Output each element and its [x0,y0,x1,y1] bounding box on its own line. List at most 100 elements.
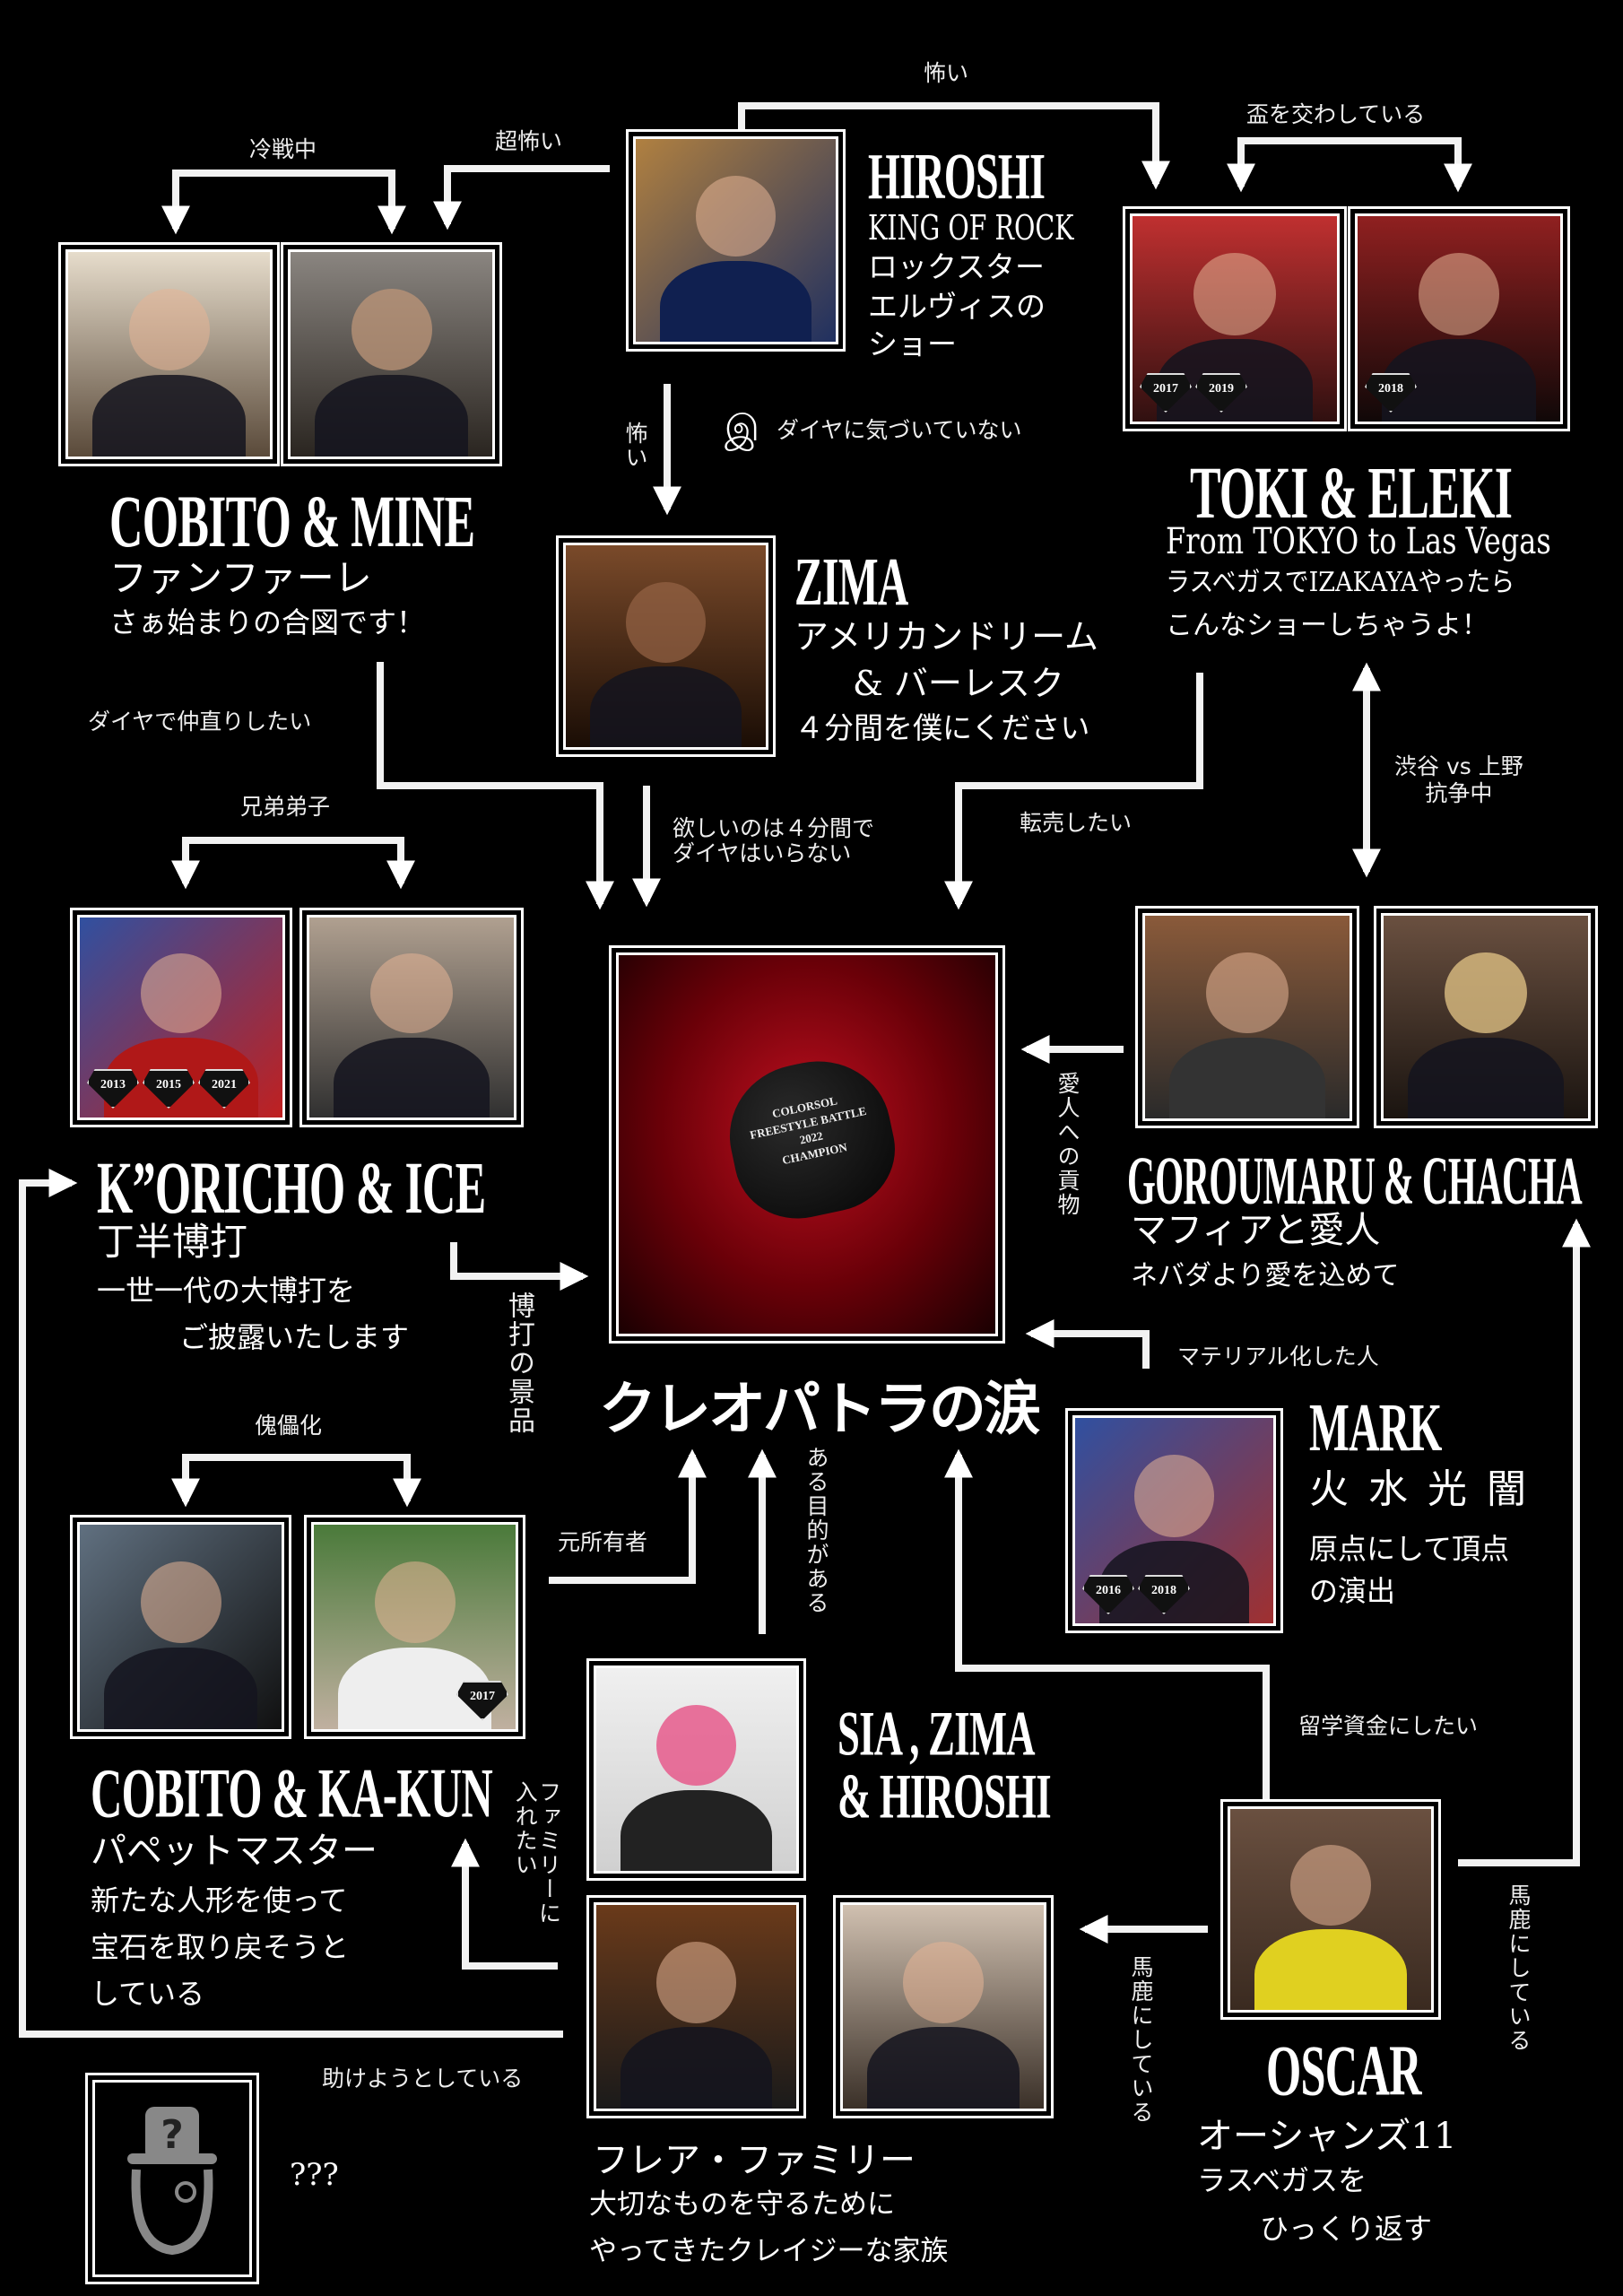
diamond-photo: COLORSOL FREESTYLE BATTLE 2022 CHAMPION [609,945,1005,1344]
arrow-kakun-diamond [549,1448,707,1584]
oscar-line: ラスベガスを [1197,2163,1367,2197]
relation-label: 怖い [622,422,648,470]
mark-name: MARK [1309,1390,1442,1466]
hiroshi-line: ショー [868,326,957,361]
relation-label: 留学資金にしたい [1298,1713,1479,1739]
year-badge: 2013 [87,1069,139,1109]
relation-label: 愛人への貢物 [1055,1072,1081,1217]
relation-label: 転売したい [1020,810,1133,836]
arrow-hiroshi-cobito [433,165,610,230]
arrow-koricho-ice-left [171,837,293,890]
relation-label: 欲しいのは４分間で ダイヤはいらない [673,815,875,866]
oscar-line: オーシャンズ11 [1197,2116,1457,2157]
cobito-kakun-line: 新たな人形を使って [91,1883,348,1918]
relation-label: 怖い [924,60,969,86]
arrow-family-kakun [451,1838,558,1970]
hiroshi-line: KING OF ROCK [868,208,1074,248]
relation-label: 超怖い [495,128,563,154]
arrow-family-koricho [19,1169,563,2038]
relation-label: マテリアル化した人 [1177,1344,1379,1370]
arrow-cobito-kakun-left [171,1454,296,1508]
mark-line: 火 水 光 闇 [1309,1466,1530,1512]
arrow-koricho-ice-right [293,837,415,890]
photo-cobito-2 [70,1515,291,1739]
spiral-icon: இ [725,408,759,449]
hiroshi-name: HIROSHI [868,139,1046,213]
photo-sia [586,1658,806,1881]
cobito-mine-line: ファンファーレ [109,556,372,600]
toki-eleki-line: ラスベガスでIZAKAYAやったら [1166,567,1515,598]
relation-label: 盃を交わしている [1246,101,1426,127]
goroumaru-chacha-line: ネバダより愛を込めて [1131,1260,1400,1292]
cobito-kakun-line: 宝石を取り戻そうと [91,1930,350,1964]
relation-label: 助けようとしている [322,2066,524,2092]
koricho-ice-line: 一世一代の大博打を [97,1274,356,1308]
photo-cobito [58,242,280,466]
arrow-mark-diamond [1025,1319,1150,1369]
relation-label: ある目的がある [803,1446,829,1615]
mark-line: の演出 [1309,1574,1396,1608]
flair-family-line: 大切なものを守るために [589,2188,895,2221]
arrow-cobito-kakun-right [296,1454,421,1508]
arrow-toki-eleki-left [1227,137,1350,193]
photo-zima [556,535,776,757]
relation-label: 馬鹿にしている [1128,1955,1154,2125]
relation-label: 元所有者 [558,1529,648,1555]
photo-mine [281,242,502,466]
arrow-cobito-mine-right [284,170,406,235]
year-badge: 2015 [143,1069,195,1109]
photo-hiroshi-2 [833,1895,1054,2118]
photo-unknown: ? [85,2073,259,2284]
flair-family-name: & HIROSHI [838,1761,1052,1832]
goroumaru-chacha-line: マフィアと愛人 [1131,1210,1381,1251]
arrow-cobito-diamond [377,662,614,910]
center-title: クレオパトラの涙 [599,1377,1041,1443]
year-badge: 2021 [198,1069,250,1109]
relation-label: 冷戦中 [249,136,317,162]
flair-family-name: SIA , ZIMA [838,1699,1036,1770]
toki-eleki-line: こんなショーしちゃうよ！ [1166,610,1488,641]
year-badge: 2019 [1195,373,1247,413]
relation-label: ダイヤで仲直りしたい [88,709,312,735]
flair-family-line: フレア・ファミリー [593,2140,916,2181]
arrow-toki-diamond [944,673,1203,910]
toki-eleki-line: From TOKYO to Las Vegas [1166,521,1551,562]
year-badge: 2016 [1082,1575,1134,1614]
koricho-ice-name: K”ORICHO & ICE [97,1146,486,1230]
badge-group: 2018 [1365,373,1417,413]
badge-group: 2017 [456,1681,508,1720]
photo-zima-2 [586,1895,806,2118]
relation-label: 傀儡化 [255,1413,323,1439]
zima-line: ４分間を僕にください [794,710,1090,745]
oscar-line: ひっくり返す [1260,2212,1433,2246]
relation-label: ファミリーに入れたい [512,1780,562,1926]
koricho-ice-line: ご披露いたします [179,1320,410,1354]
goroumaru-chacha-name: GOROUMARU & CHACHA [1127,1144,1583,1220]
zima-line: & バーレスク [853,664,1064,703]
trophy-diamond: COLORSOL FREESTYLE BATTLE 2022 CHAMPION [716,1048,907,1231]
oscar-name: OSCAR [1266,2031,1422,2111]
flair-family-line: やってきたクレイジーな家族 [589,2235,949,2267]
cobito-kakun-line: パペットマスター [91,1831,378,1872]
cobito-mine-name: COBITO & MINE [109,480,475,563]
relation-label: 博打の景品 [503,1292,534,1435]
zima-name: ZIMA [794,544,908,621]
year-badge: 2017 [1140,373,1192,413]
photo-oscar [1220,1799,1441,2020]
year-badge: 2017 [456,1681,508,1720]
photo-goroumaru [1135,906,1359,1128]
photo-hiroshi [626,129,846,352]
relation-label: 兄弟弟子 [240,794,331,820]
photo-ice [299,908,524,1127]
mark-line: 原点にして頂点 [1309,1532,1510,1566]
zima-line: アメリカンドリーム [794,617,1098,657]
arrow-koricho-diamond [450,1242,589,1291]
photo-kakun: 2017 [304,1515,525,1739]
